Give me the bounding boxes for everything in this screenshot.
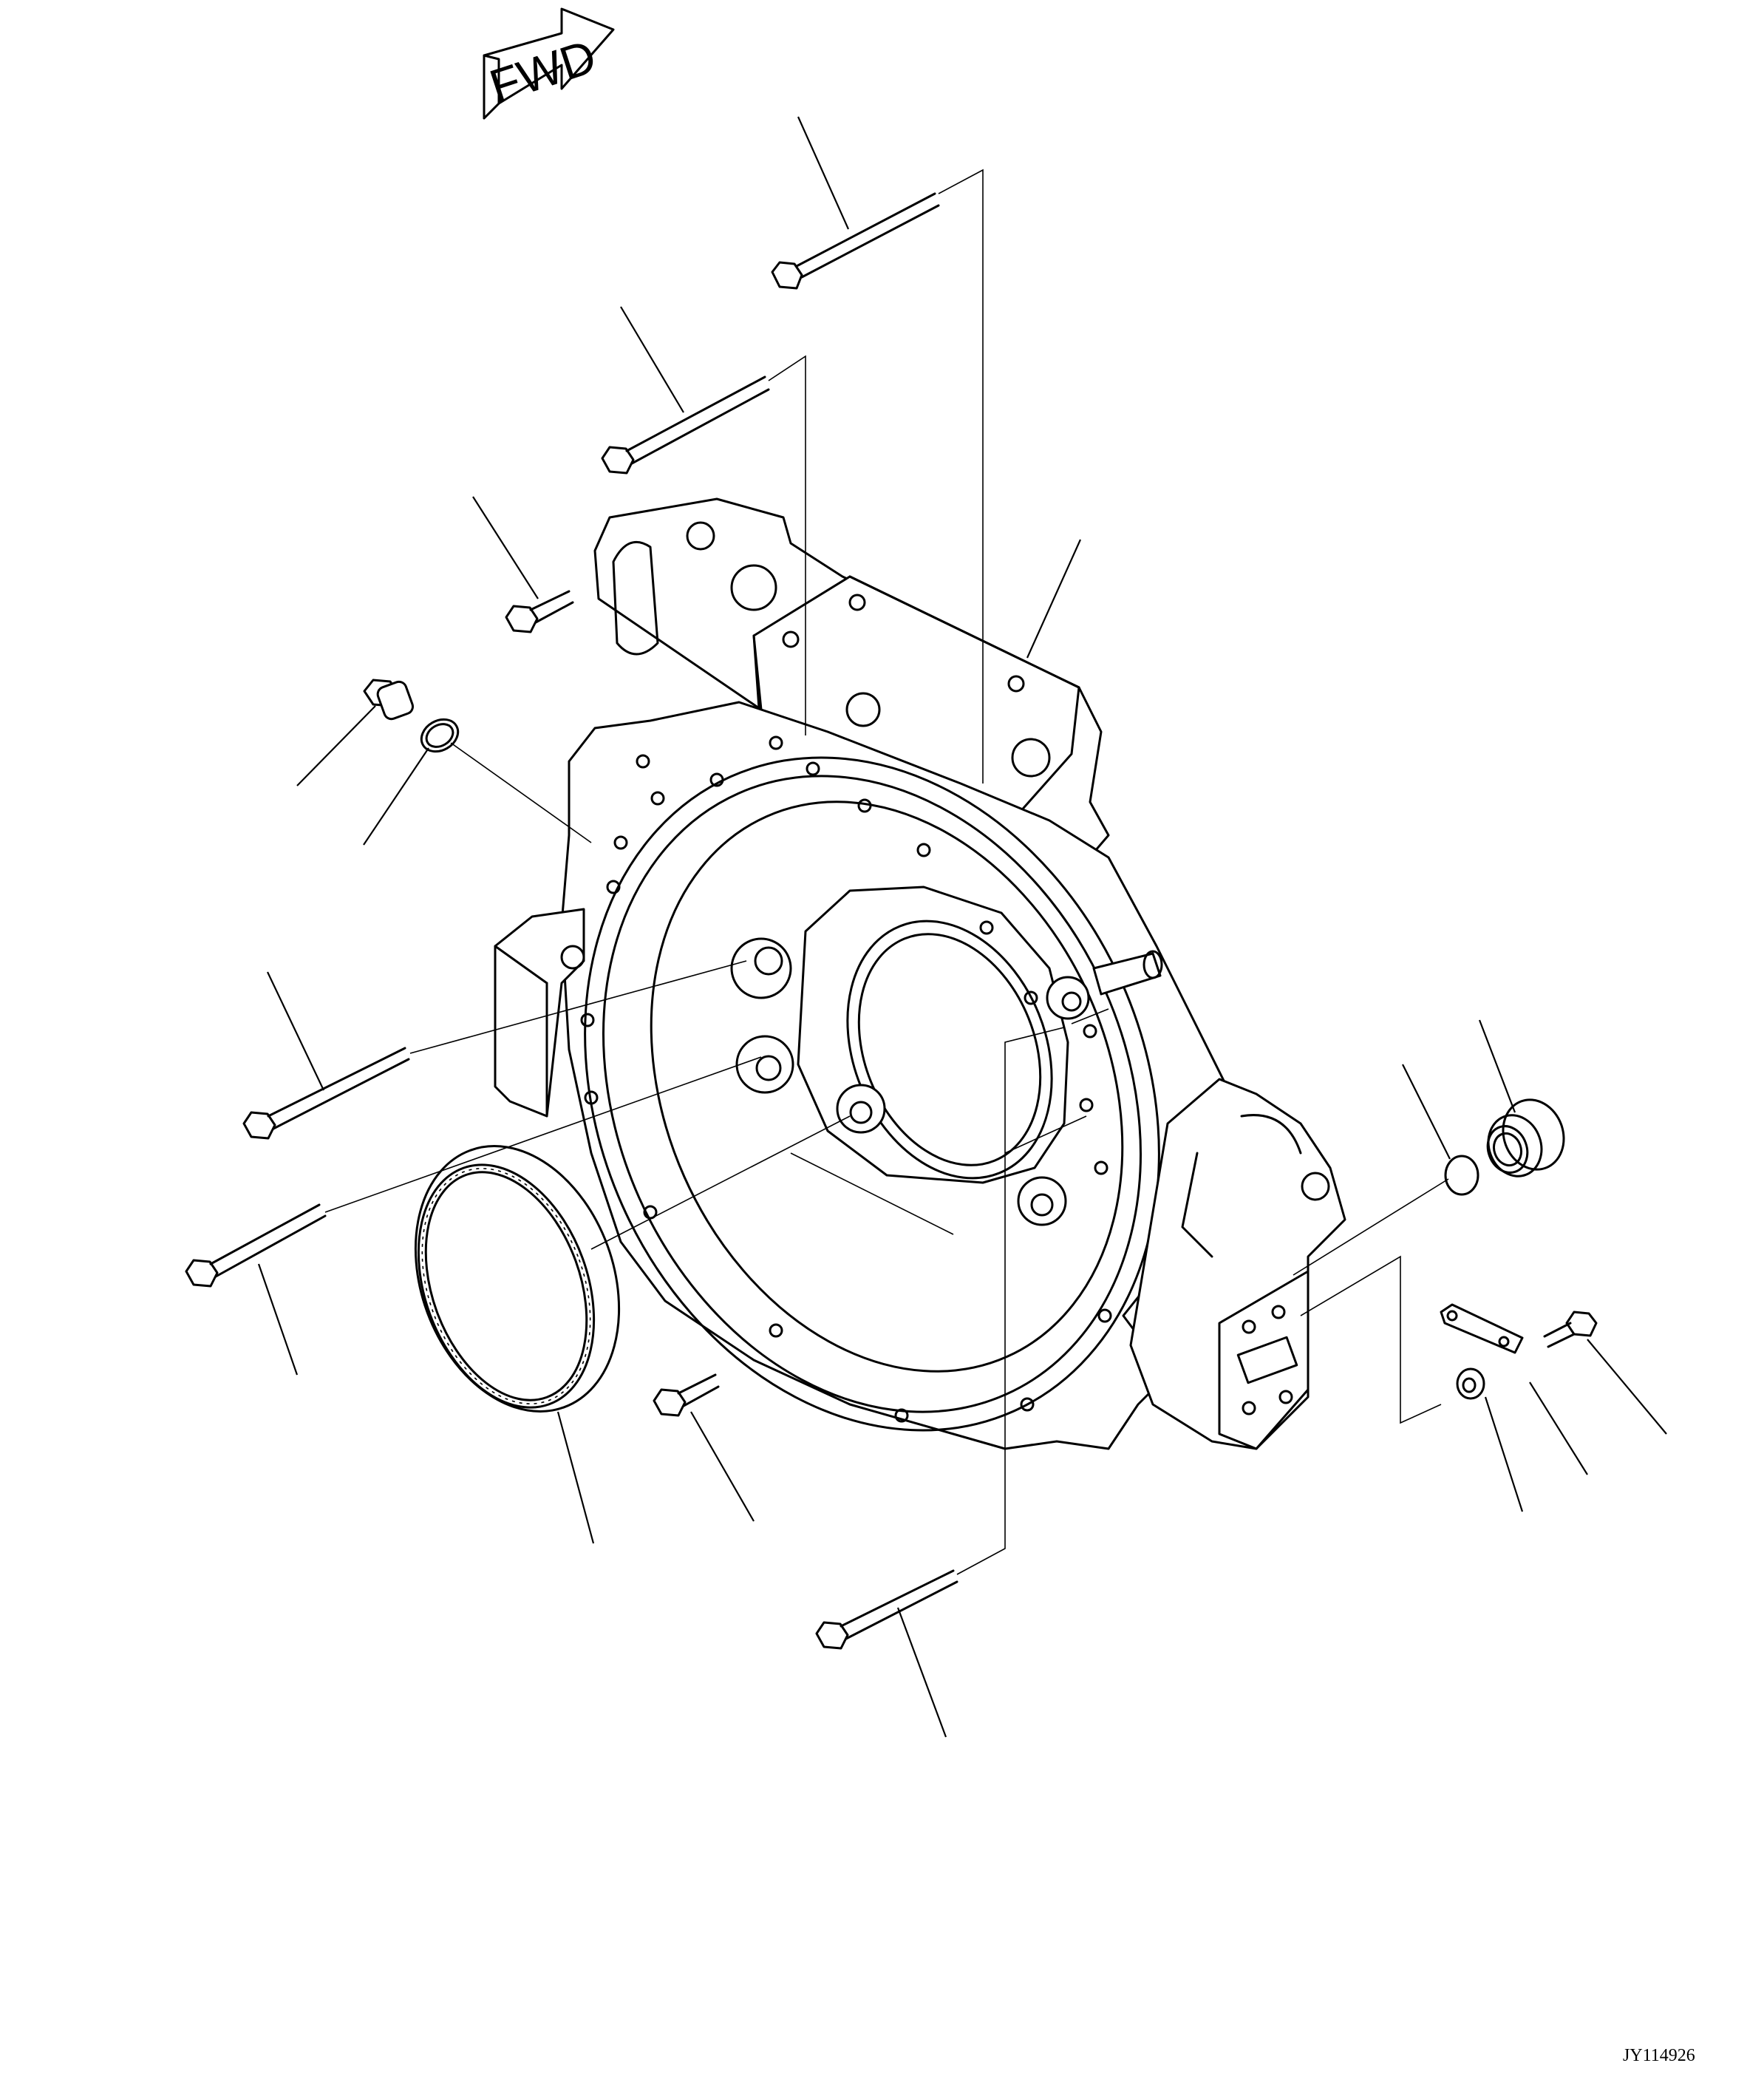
fwd-arrow-marker: FWD xyxy=(483,7,615,120)
right-spacer xyxy=(1456,1367,1485,1400)
figure-code: JY114926 xyxy=(1623,2046,1695,2065)
right-plug xyxy=(1486,1098,1565,1177)
alignment-lines xyxy=(324,169,1449,1575)
bolt-upper-long xyxy=(601,375,770,475)
bolt-right-small xyxy=(1543,1311,1598,1348)
plug-upper-left xyxy=(363,679,415,721)
bolt-lower-left-long xyxy=(185,1203,327,1288)
flange-bolt-holes xyxy=(580,735,1112,1423)
bolt-bottom-long xyxy=(815,1569,958,1650)
leader-lines xyxy=(257,116,1667,1738)
right-cap-disc xyxy=(1444,1155,1479,1196)
o-ring-upper-left xyxy=(420,718,460,753)
bolt-short-upper-left xyxy=(505,590,574,633)
right-plate xyxy=(1440,1303,1524,1354)
crankshaft-oil-seal xyxy=(414,1145,621,1413)
bolt-lower-center-short xyxy=(653,1373,720,1417)
bolt-mid-left-long xyxy=(242,1047,410,1140)
bolt-top-long xyxy=(771,192,940,290)
flywheel-housing xyxy=(494,497,1346,1450)
